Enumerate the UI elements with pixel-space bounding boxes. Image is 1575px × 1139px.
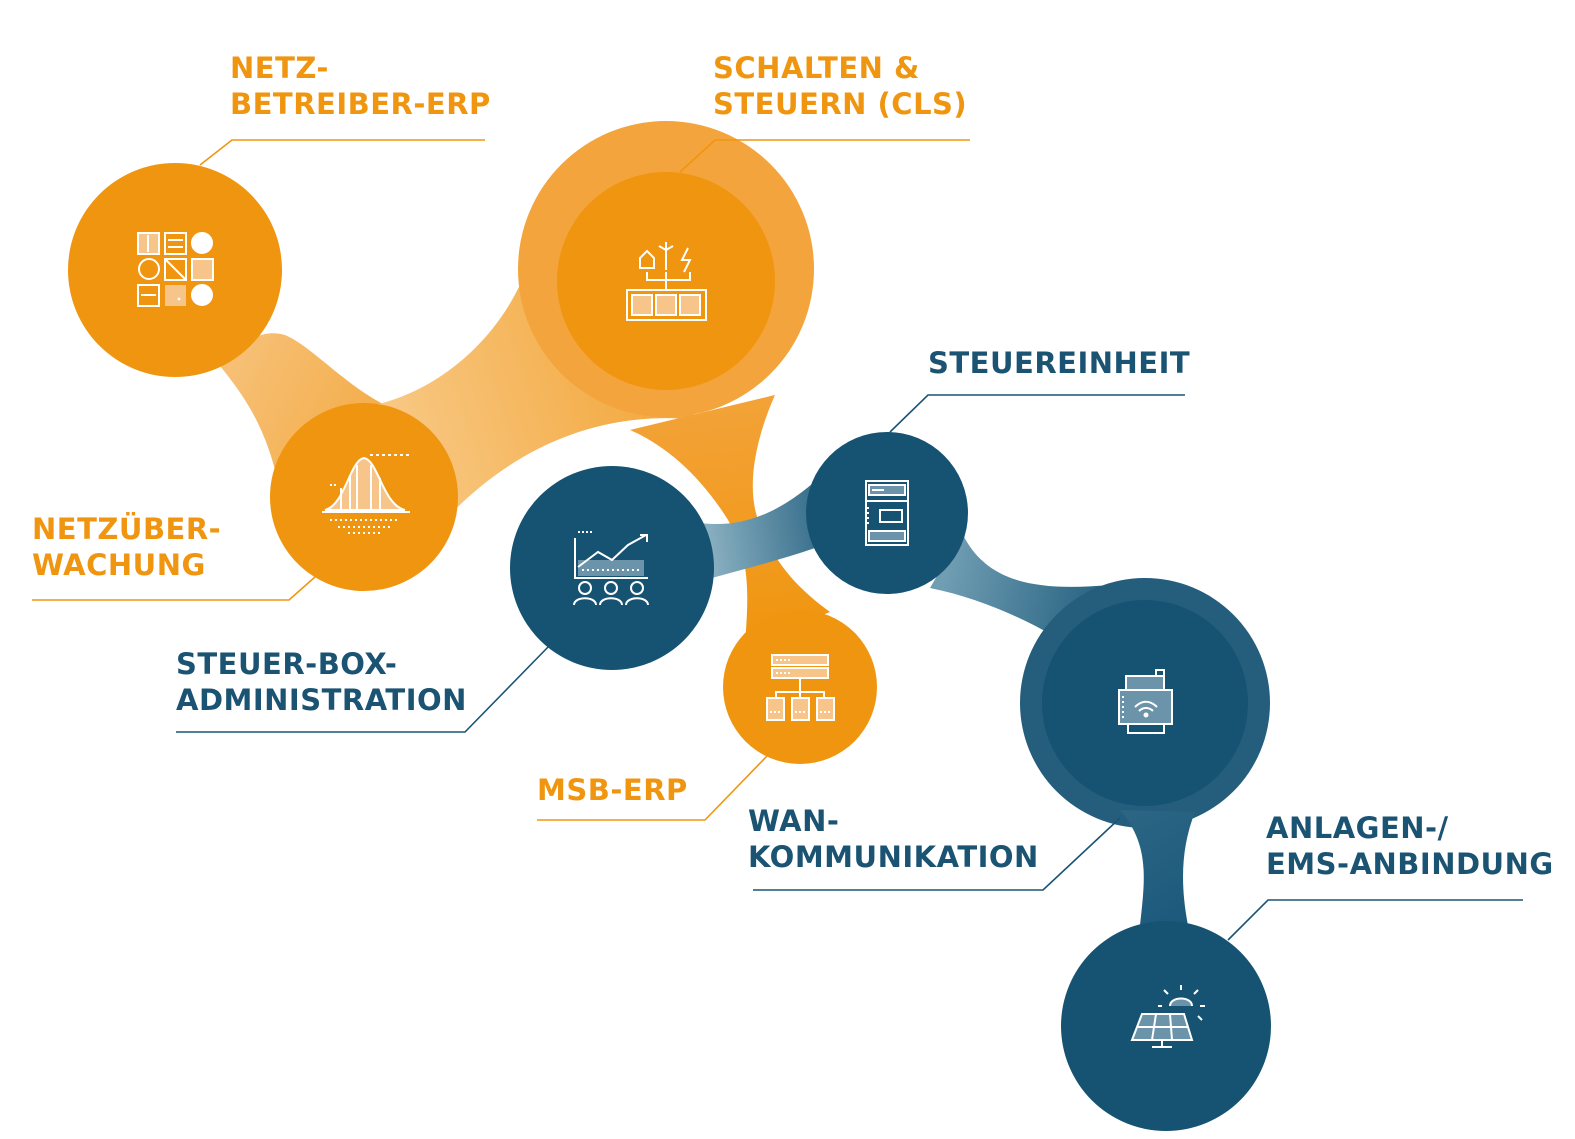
label-line: NETZ- xyxy=(230,51,329,85)
label-schalten-steuern: SCHALTEN & STEUERN (CLS) xyxy=(713,50,967,122)
label-msb-erp: MSB-ERP xyxy=(537,772,688,808)
label-line: BETREIBER-ERP xyxy=(230,87,491,121)
label-line: WAN- xyxy=(748,804,840,838)
leader-netzueberwachung xyxy=(32,576,316,601)
label-line: SCHALTEN & xyxy=(713,51,920,85)
leader-schalten-steuern xyxy=(679,139,970,173)
leader-msb-erp xyxy=(537,754,769,821)
connector-cls-msb xyxy=(630,395,830,645)
node-steuereinheit xyxy=(806,432,968,594)
label-anlagen-ems: ANLAGEN-/ EMS-ANBINDUNG xyxy=(1266,810,1554,882)
label-line: NETZÜBER- xyxy=(32,512,222,546)
connector-admin-unit xyxy=(700,484,815,578)
energy-control-icon xyxy=(626,242,707,321)
leader-steuereinheit xyxy=(889,394,1185,433)
label-wan-kommunikation: WAN- KOMMUNIKATION xyxy=(748,803,1039,875)
label-netzbetreiber-erp: NETZ- BETREIBER-ERP xyxy=(230,50,491,122)
label-steuereinheit: STEUEREINHEIT xyxy=(928,345,1190,381)
distribution-curve-icon xyxy=(322,454,410,534)
label-line: STEUERN (CLS) xyxy=(713,87,968,121)
connector-erp-monitoring xyxy=(215,333,385,470)
label-line: EMS-ANBINDUNG xyxy=(1266,847,1554,881)
leader-netzbetreiber-erp xyxy=(199,139,485,166)
label-line: WACHUNG xyxy=(32,548,206,582)
label-line: ANLAGEN-/ xyxy=(1266,811,1449,845)
connector-wan-solar xyxy=(1120,810,1195,935)
label-line: ADMINISTRATION xyxy=(176,683,467,717)
server-files-icon xyxy=(766,654,835,721)
connector-monitoring-cls xyxy=(370,260,700,520)
label-line: STEUER-BOX- xyxy=(176,647,398,681)
leader-steuerbox-admin xyxy=(176,644,551,733)
presentation-chart-icon xyxy=(573,531,649,606)
erp-grid-icon xyxy=(137,232,214,307)
solar-panel-icon xyxy=(1130,985,1205,1048)
label-steuerbox-admin: STEUER-BOX- ADMINISTRATION xyxy=(176,646,467,718)
leader-wan-kommunikation xyxy=(753,817,1121,891)
label-netzueberwachung: NETZÜBER- WACHUNG xyxy=(32,511,221,583)
label-line: KOMMUNIKATION xyxy=(748,840,1039,874)
label-line: STEUEREINHEIT xyxy=(928,346,1191,380)
label-line: MSB-ERP xyxy=(537,773,688,807)
wifi-router-icon xyxy=(1118,669,1173,734)
control-unit-icon xyxy=(865,480,909,546)
leader-anlagen-ems xyxy=(1227,899,1523,941)
